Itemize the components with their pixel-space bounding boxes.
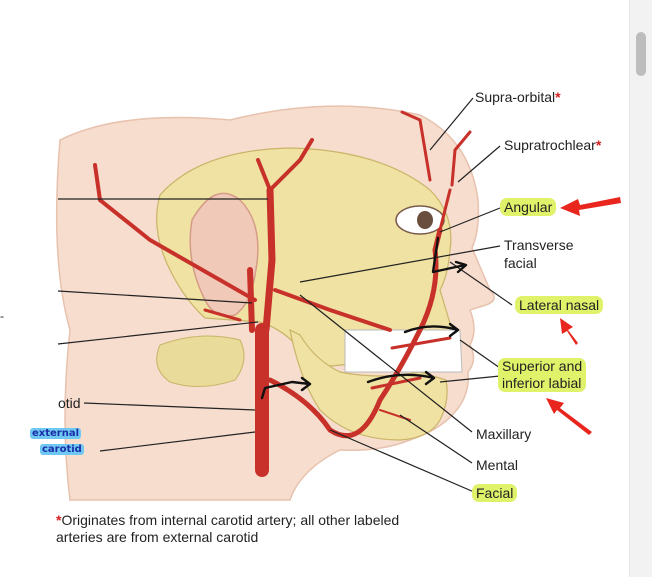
arteries <box>93 110 472 477</box>
hand-arrow-transverse <box>431 236 468 274</box>
superficial-temporal-branch <box>256 138 314 192</box>
leader-lines <box>57 97 513 493</box>
label-angular: Angular <box>500 198 557 216</box>
labial-arteries <box>370 336 452 390</box>
facial-artery <box>267 227 443 439</box>
hand-arrow-inferior-labial <box>366 370 436 386</box>
footnote: *Originates from internal carotid artery… <box>56 512 400 545</box>
red-arrow-lateral-nasal <box>560 318 578 345</box>
external-carotid-artery <box>262 186 276 334</box>
hand-arrow-external-carotid <box>260 376 312 400</box>
posterior-auricular-artery <box>203 308 242 322</box>
angular-artery <box>438 188 452 232</box>
label-carotid-partial: otid <box>58 395 81 411</box>
red-arrow-labial <box>546 398 592 435</box>
label-mental: Mental <box>476 457 519 473</box>
handwritten-carotid: carotid <box>40 444 84 455</box>
handwritten-arrows <box>260 236 468 400</box>
label-supra-orbital: Supra-orbital* <box>475 89 561 105</box>
label-lateral-nasal: Lateral nasal <box>515 296 604 314</box>
hand-arrow-superior-labial <box>403 322 460 338</box>
red-annotation-arrows <box>546 197 621 435</box>
label-maxillary: Maxillary <box>476 426 532 442</box>
vertebra <box>156 335 245 388</box>
maxillary-artery <box>273 288 392 332</box>
supra-orbital-artery <box>400 110 432 182</box>
red-arrow-angular <box>560 197 621 216</box>
occipital-artery <box>93 163 257 302</box>
label-superior-inferior-labial: Superior and inferior labial <box>498 358 587 392</box>
scrollbar-track[interactable] <box>629 0 652 577</box>
head-arteries-illustration: - <box>0 97 621 501</box>
label-supratrochlear: Supratrochlear* <box>504 137 602 153</box>
label-transverse-facial: Transverse facial <box>504 237 574 271</box>
mandible <box>289 328 448 441</box>
handwritten-external: external <box>30 428 82 439</box>
label-facial: Facial <box>472 484 518 502</box>
svg-text:-: - <box>0 309 4 323</box>
scrollbar-thumb[interactable] <box>636 32 646 76</box>
supratrochlear-artery <box>450 130 472 187</box>
